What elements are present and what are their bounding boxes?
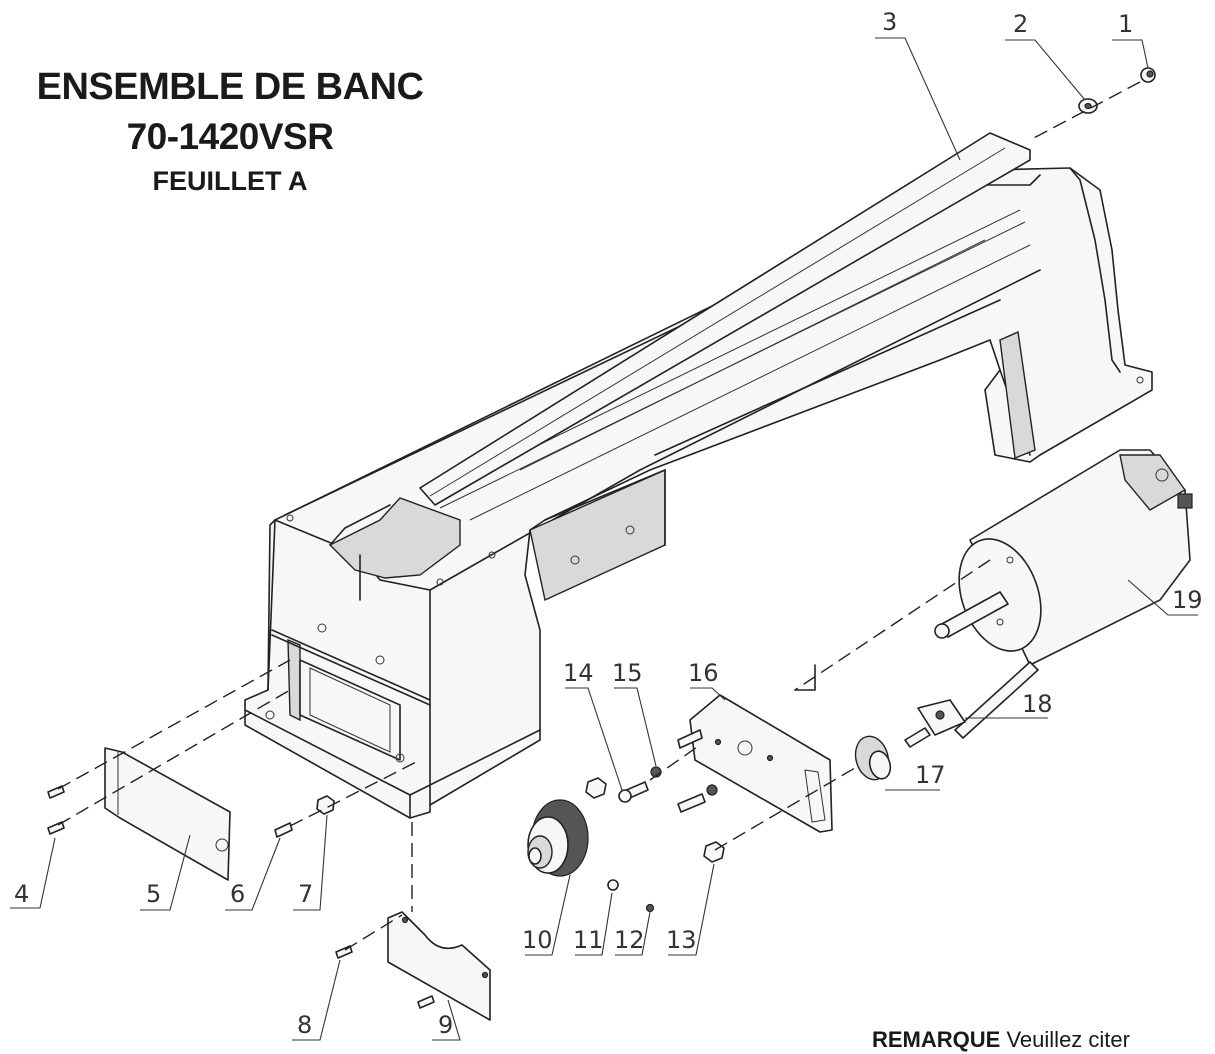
part-15-lock-washer: [650, 766, 718, 796]
callout-4: 4: [14, 880, 29, 908]
callout-2: 2: [1013, 10, 1028, 38]
part-13-nut: [585, 777, 725, 863]
callout-16: 16: [688, 659, 719, 687]
callout-6: 6: [230, 880, 245, 908]
part-19-motor: [934, 449, 1193, 666]
callout-15: 15: [612, 659, 643, 687]
part-3-bed-way: [419, 132, 1031, 506]
part-17-pulley: [854, 735, 892, 781]
part-6-screw: [274, 822, 293, 838]
callout-18: 18: [1022, 690, 1053, 718]
part-7-nut: [316, 795, 335, 815]
lathe-bed-casting: [244, 167, 1153, 819]
remark-note: REMARQUE Veuillez citer: [872, 1027, 1130, 1053]
callout-9: 9: [438, 1011, 453, 1039]
part-14-screw: [618, 781, 649, 803]
callout-14: 14: [563, 659, 594, 687]
callout-13: 13: [666, 926, 697, 954]
part-18-rod: [904, 661, 1039, 748]
callout-5: 5: [146, 880, 161, 908]
part-10-spindle-pulley: [527, 799, 589, 877]
callout-17: 17: [915, 761, 946, 789]
callout-12: 12: [614, 926, 645, 954]
callout-1: 1: [1118, 10, 1133, 38]
callout-10: 10: [522, 926, 553, 954]
remark-text: Veuillez citer: [1006, 1027, 1130, 1052]
callout-numbers: 1 2 3 4 5 6 7 8 9 10 11 12 13 14 15 16 1…: [14, 8, 1203, 1039]
part-4-screw: [47, 785, 65, 835]
part-1-bolt: [1140, 67, 1156, 83]
callout-19: 19: [1172, 586, 1203, 614]
callout-11: 11: [573, 926, 604, 954]
part-9-lower-cover: [387, 911, 491, 1021]
diagram-title: ENSEMBLE DE BANC: [36, 66, 424, 108]
callout-leaders: [10, 37, 1198, 1041]
part-11-set-screw: [607, 879, 619, 891]
part-2-washer: [1078, 98, 1098, 114]
part-16-motor-plate: [677, 694, 833, 833]
part-8-screw: [335, 945, 435, 1009]
part-14-screw-2: [677, 793, 706, 813]
callout-8: 8: [297, 1011, 312, 1039]
part-12-key: [645, 903, 655, 913]
part-5-cover-plate: [104, 747, 231, 881]
sheet-label: FEUILLET A: [152, 166, 308, 196]
remark-label: REMARQUE: [872, 1027, 1001, 1052]
callout-3: 3: [882, 8, 897, 36]
callout-7: 7: [298, 880, 313, 908]
model-number: 70-1420VSR: [126, 116, 334, 157]
